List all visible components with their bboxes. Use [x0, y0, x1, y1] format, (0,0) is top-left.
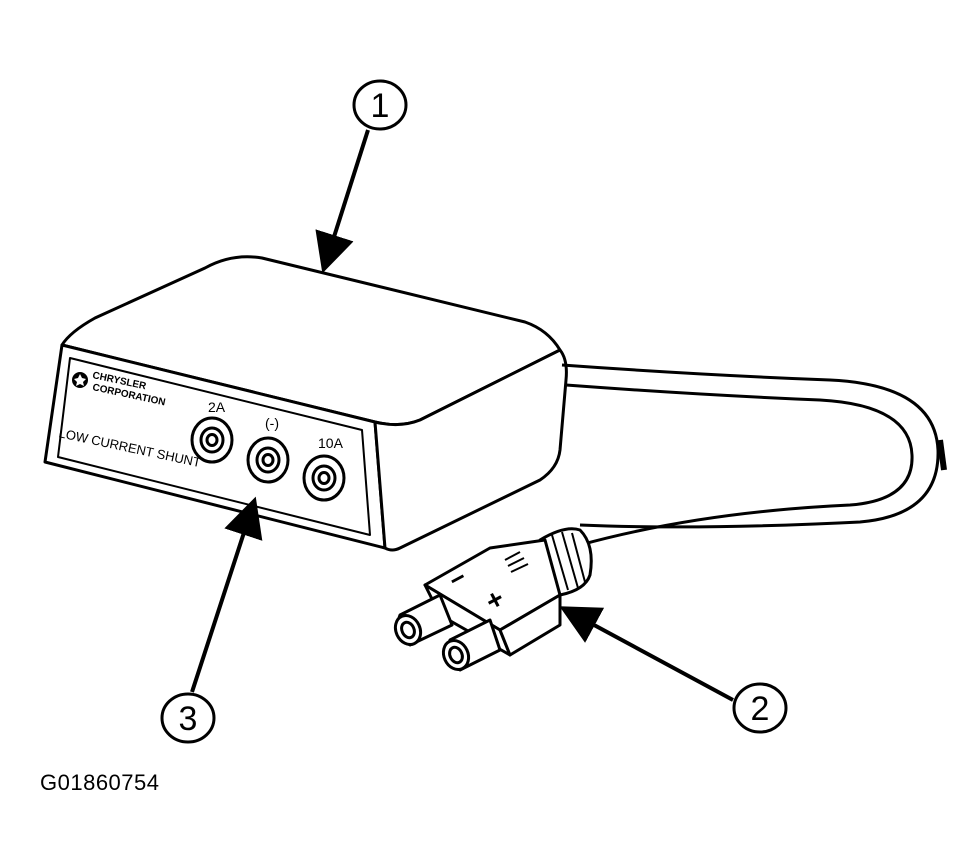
shunt-box-side — [373, 348, 568, 552]
callout-1: 1 — [315, 79, 408, 274]
callout-1-label: 1 — [371, 87, 390, 125]
callout-3: 3 — [160, 496, 263, 744]
callout-3-circle — [160, 692, 216, 744]
plug-prong-negative — [393, 593, 454, 647]
callout-1-arrow — [315, 129, 370, 274]
callout-2-circle — [732, 682, 788, 734]
callout-3-label: 3 — [179, 700, 198, 738]
pentastar-icon — [72, 372, 88, 388]
jack-10a — [302, 454, 346, 502]
plug-prong-positive — [441, 618, 502, 672]
jack-label-neg: (-) — [265, 415, 279, 431]
callout-2: 2 — [559, 606, 788, 734]
cable — [561, 363, 947, 547]
callout-2-arrow — [559, 606, 734, 702]
plug — [393, 527, 593, 672]
callout-1-circle — [352, 79, 408, 131]
jack-label-2a: 2A — [208, 399, 226, 415]
shunt-box-front-panel — [57, 357, 371, 536]
plug-strain-relief — [538, 527, 593, 597]
callout-2-label: 2 — [751, 690, 770, 728]
callout-3-arrow — [190, 496, 263, 693]
jack-2a — [190, 416, 234, 464]
shunt-box — [43, 255, 568, 552]
jack-neg — [246, 436, 290, 484]
jack-label-10a: 10A — [318, 435, 344, 451]
figure-id: G01860754 — [40, 770, 160, 795]
